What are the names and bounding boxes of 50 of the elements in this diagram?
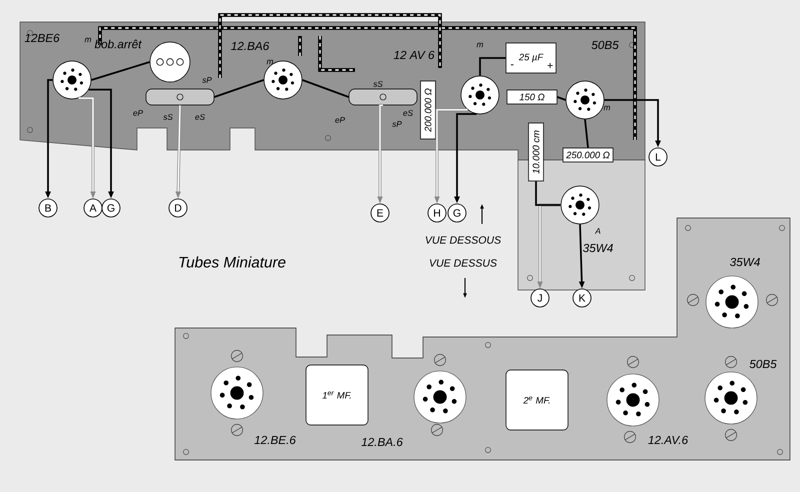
- node-label: eS: [195, 114, 205, 120]
- node-label: 12.BA6: [231, 42, 270, 50]
- resistor: 250.000 Ω: [562, 148, 614, 162]
- wire: [584, 119, 589, 148]
- resistor: 10.000 cm: [528, 122, 544, 182]
- node-label: sP: [392, 121, 402, 127]
- node-label: m: [84, 38, 92, 42]
- capacitor-sign: -: [510, 64, 514, 66]
- node-label: m: [476, 42, 484, 48]
- node-label: eP: [335, 117, 345, 123]
- transformer-box: 2$^{e}$ MF.: [506, 370, 568, 430]
- node-label: bob.arrêt: [94, 40, 142, 48]
- view-note: VUE DESSUS: [430, 259, 497, 267]
- wire: [557, 96, 566, 101]
- node-label: sS: [373, 81, 383, 87]
- wire: [479, 57, 506, 76]
- title-text: Tubes Miniature: [179, 256, 286, 268]
- node-label: 12 AV 6: [394, 50, 435, 60]
- tube-socket: 50B5: [704, 360, 777, 424]
- node-label: m: [604, 106, 610, 110]
- view-note: VUE DESSOUS: [426, 236, 501, 244]
- node-label: eP: [133, 110, 143, 116]
- node-label: 12.BE.6: [254, 436, 296, 444]
- node-label: eS: [403, 110, 413, 116]
- wire: [302, 79, 349, 98]
- transformer-box: 1$^{er}$ MF.: [306, 364, 368, 426]
- node-label: 12.AV.6: [648, 436, 688, 444]
- node-label: A: [594, 228, 600, 234]
- resistor: 200.000 Ω: [420, 80, 436, 140]
- node-label: sS: [163, 114, 173, 120]
- tube-socket: 50B5 m: [566, 40, 619, 120]
- node-label: 12BE6: [24, 34, 60, 42]
- tube-socket: 12.AV.6: [606, 374, 688, 444]
- resistor: 150 Ω: [506, 90, 558, 104]
- wire: [214, 79, 264, 98]
- tube-socket: 12.BA6 m: [231, 42, 302, 100]
- wire: [91, 61, 150, 81]
- node-label: sP: [202, 77, 212, 83]
- transformer-can: sS eS eP sP: [335, 81, 418, 127]
- capacitor-sign: +: [548, 62, 553, 68]
- node-label: 12.BA.6: [361, 438, 403, 446]
- tube-socket: 12BE6 m: [24, 34, 92, 100]
- wire: [535, 181, 561, 206]
- node-label: 50B5: [750, 360, 777, 368]
- node-label: 35W4: [582, 244, 613, 252]
- tube-socket: A 35W4: [560, 186, 613, 252]
- tube-socket: 35W4: [706, 258, 760, 328]
- node-label: 50B5: [592, 40, 619, 50]
- tube-socket: 12.BE.6: [210, 366, 296, 444]
- node-label: 35W4: [730, 258, 760, 266]
